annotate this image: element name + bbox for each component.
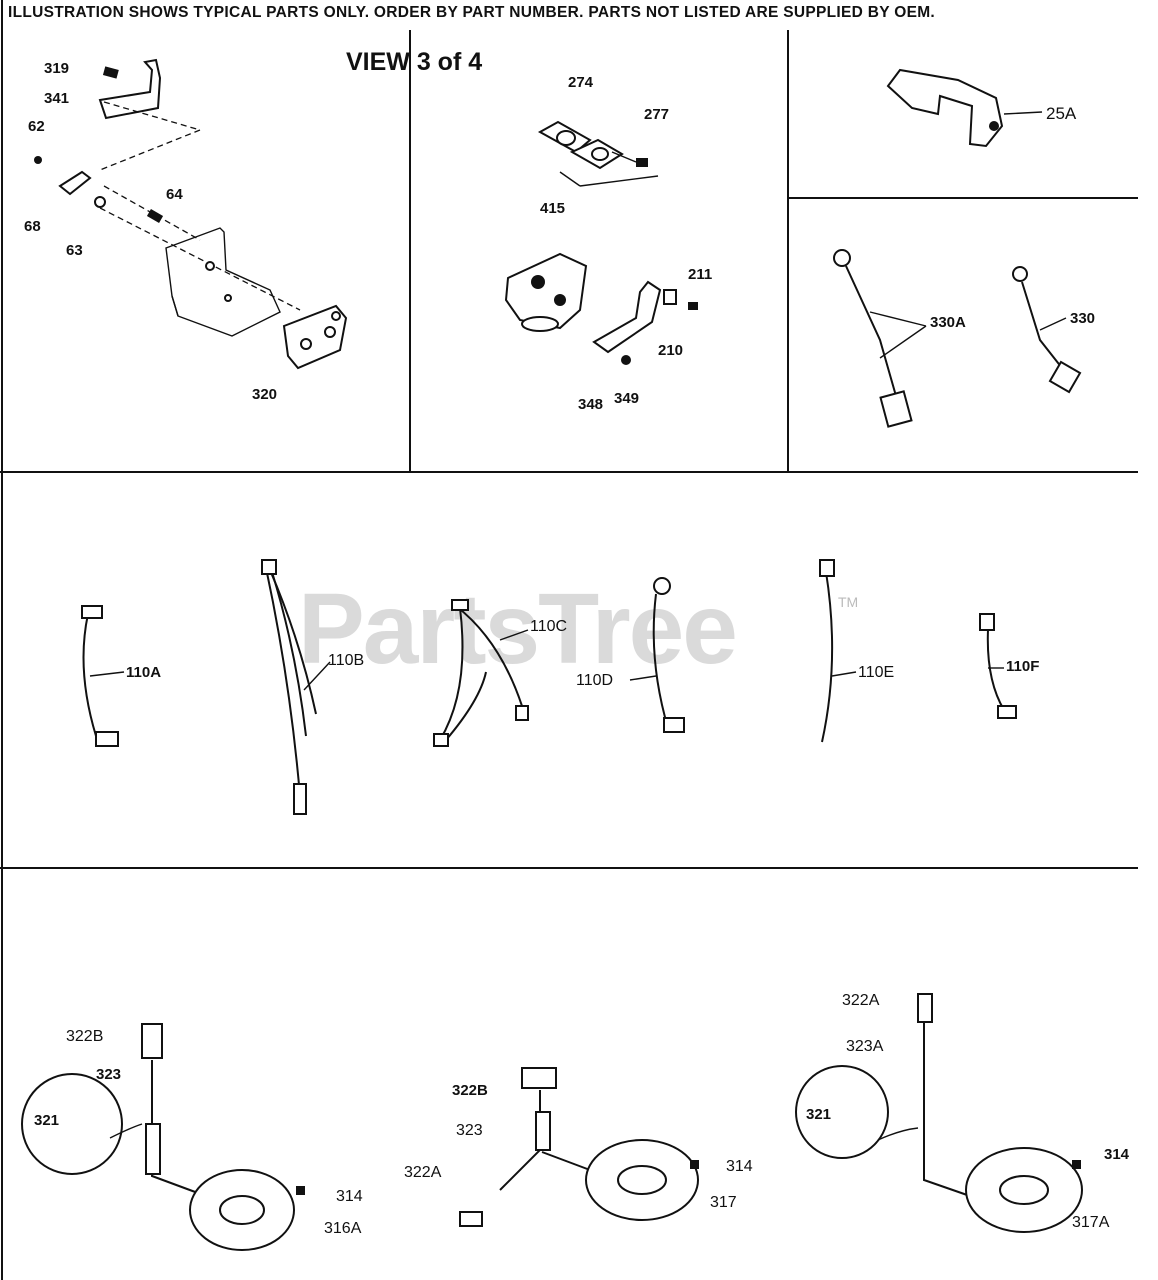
trademark: TM [838, 594, 859, 610]
view-label: VIEW 3 of 4 [346, 48, 483, 76]
stator-assemblies [21, 993, 1084, 1251]
callout-322a-center: 322A [404, 1164, 442, 1181]
callout-277: 277 [644, 106, 670, 123]
callout-211: 211 [688, 266, 713, 283]
callout-330a: 330A [930, 314, 966, 331]
callout-314-center: 314 [726, 1158, 753, 1175]
callout-321-left: 321 [34, 1112, 60, 1129]
callout-323-left: 323 [96, 1066, 122, 1083]
callout-110d: 110D [576, 672, 614, 689]
callout-323a: 323A [846, 1038, 884, 1055]
callout-323-center: 323 [456, 1122, 483, 1139]
bracket-25a [886, 68, 1043, 148]
callout-314-left: 314 [336, 1188, 363, 1205]
diagram-header: ILLUSTRATION SHOWS TYPICAL PARTS ONLY. O… [8, 4, 936, 21]
callout-341: 341 [44, 90, 70, 107]
callout-64: 64 [166, 186, 183, 203]
lead-wires-330 [833, 249, 1082, 428]
wire-harnesses [81, 559, 1017, 815]
callout-317a: 317A [1072, 1214, 1110, 1231]
callout-110a: 110A [126, 664, 162, 681]
callout-322a-right: 322A [842, 992, 880, 1009]
callout-274: 274 [568, 74, 594, 91]
callout-110b: 110B [328, 652, 365, 669]
callout-319: 319 [44, 60, 70, 77]
callout-314-right: 314 [1104, 1146, 1130, 1163]
callout-62: 62 [28, 118, 45, 135]
callout-316a: 316A [324, 1220, 362, 1237]
callout-110f: 110F [1006, 658, 1040, 675]
callout-110e: 110E [858, 664, 895, 681]
callout-349: 349 [614, 390, 640, 407]
callout-68: 68 [24, 218, 41, 235]
callout-322b-center: 322B [452, 1082, 488, 1099]
callout-63: 63 [66, 242, 83, 259]
bracket-assembly [34, 58, 348, 370]
callout-317: 317 [710, 1194, 737, 1211]
callout-330: 330 [1070, 310, 1096, 327]
callout-321-right: 321 [806, 1106, 832, 1123]
callout-110c: 110C [530, 618, 568, 635]
carburetor-assembly [504, 120, 698, 365]
callout-210: 210 [658, 342, 684, 359]
callout-415: 415 [540, 200, 566, 217]
callout-320: 320 [252, 386, 278, 403]
callout-25a: 25A [1046, 104, 1077, 123]
callout-348: 348 [578, 396, 604, 413]
callout-322b-left: 322B [66, 1028, 104, 1045]
